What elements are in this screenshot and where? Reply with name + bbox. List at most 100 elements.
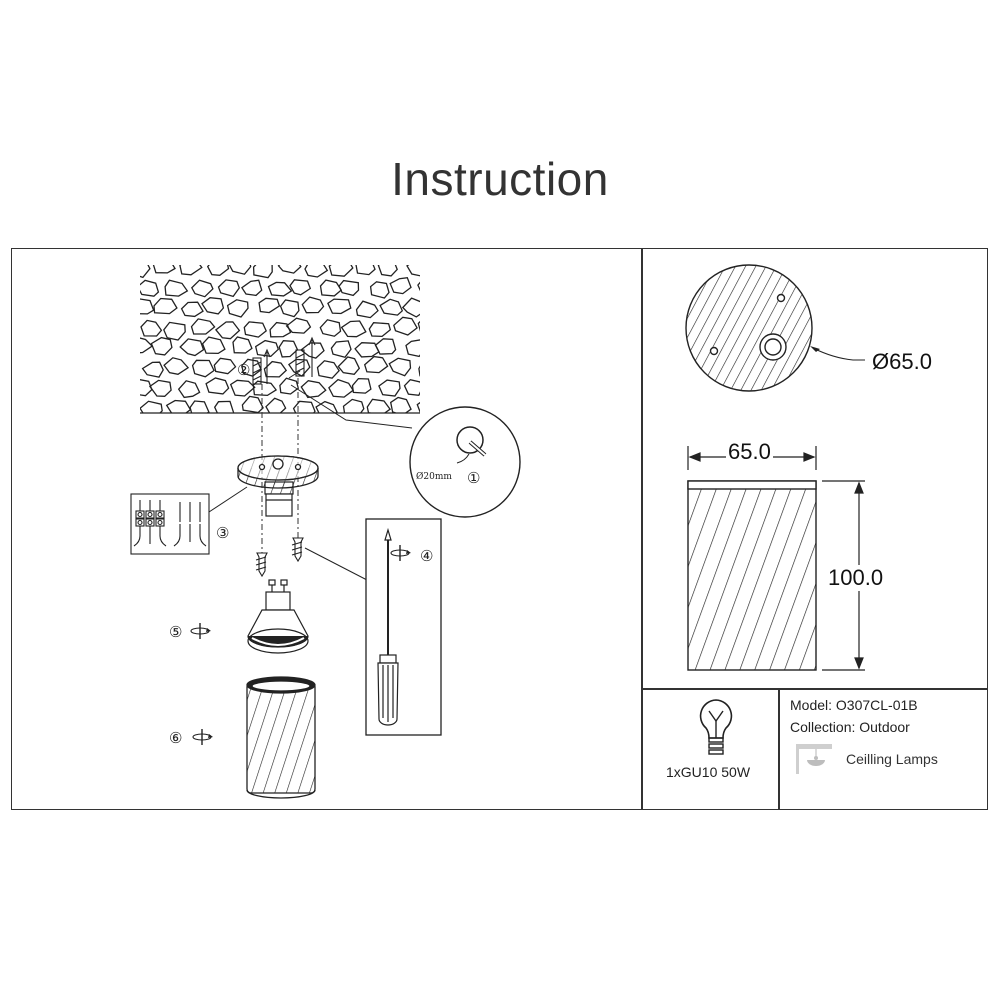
stone [140,265,151,279]
stone [150,336,173,356]
stone [319,319,342,337]
stone [363,355,389,374]
stone [191,359,215,378]
stone [153,297,178,315]
stone [378,379,401,397]
stone [254,339,280,357]
stone [243,321,268,338]
magnifier-circle [409,406,521,518]
stone [241,279,263,297]
stone [418,365,420,377]
collection-label: Collection: Outdoor [790,719,910,735]
hole-diameter-label: Ø20mm [416,472,452,482]
diameter-leader [812,347,865,361]
stone [338,279,360,297]
stone [241,395,264,413]
stone [179,265,203,276]
stone [148,379,172,397]
stone [152,265,176,274]
divider-horizontal-info [641,688,988,690]
stone [319,279,343,297]
stone [389,276,412,295]
installation-diagram [130,265,521,799]
stone [140,319,163,337]
light-bulb-icon [699,699,733,755]
width-dimension [687,446,817,470]
stone [258,297,281,314]
stone [337,356,361,375]
instruction-frame [11,248,988,810]
stone [213,357,237,375]
stone [366,398,392,413]
stone [140,400,163,413]
stone [278,340,299,358]
stone [351,377,372,394]
stone [416,401,420,413]
bulb-spec: 1xGU10 50W [666,764,751,780]
stone [213,400,235,413]
stone [232,336,253,354]
stone [289,279,312,296]
stone [374,338,397,355]
stone [201,297,225,315]
screwdriver-icon [377,527,399,726]
divider-vertical-info [778,688,780,810]
stone [389,396,412,413]
stone [315,400,338,413]
stone [285,317,312,334]
stone [205,377,230,395]
stone [214,321,241,340]
stone [288,358,311,377]
stone [201,336,226,355]
stone [279,377,300,395]
drill-marker-right [295,336,316,377]
stone [354,342,380,358]
drill-marker-left [252,348,271,385]
stone [403,378,420,396]
stone [301,296,325,314]
stone [164,279,189,297]
socket-block [264,481,294,517]
stone [405,339,420,358]
stone [140,279,160,297]
stone [163,321,186,341]
stone [327,298,352,315]
stone [252,380,278,397]
step-1-label: ① [467,469,481,487]
lamp-shade [246,676,316,799]
stone [206,265,230,276]
stone [265,397,287,413]
step-6-label: ⑥ [169,729,183,747]
stone [140,379,153,397]
stone [379,298,404,316]
mounting-plate [237,455,319,489]
stone [304,265,329,278]
stone [328,378,354,398]
stone [177,380,201,399]
stone [179,338,205,357]
stone [279,299,300,318]
stone [263,360,288,378]
stone [267,281,293,297]
ceiling-lamp-icon [796,744,832,774]
model-label: Model: O307CL-01B [790,697,918,713]
rotate-symbol-step4 [390,545,411,561]
divider-vertical-main [641,248,643,810]
category-label: Ceilling Lamps [846,751,938,767]
stone [277,265,302,274]
dimension-drawing [685,264,865,671]
height-label: 100.0 [828,565,884,591]
stone [141,361,164,378]
stone-ceiling [140,265,420,413]
stone [269,321,292,338]
top-view [685,264,813,392]
wiring-detail [130,493,210,555]
stone [355,300,379,319]
stone [401,297,420,318]
stone [180,301,204,318]
stone [226,299,249,318]
screw-left [255,552,268,578]
stone [163,357,190,375]
stone [342,398,365,413]
stone [340,320,367,338]
